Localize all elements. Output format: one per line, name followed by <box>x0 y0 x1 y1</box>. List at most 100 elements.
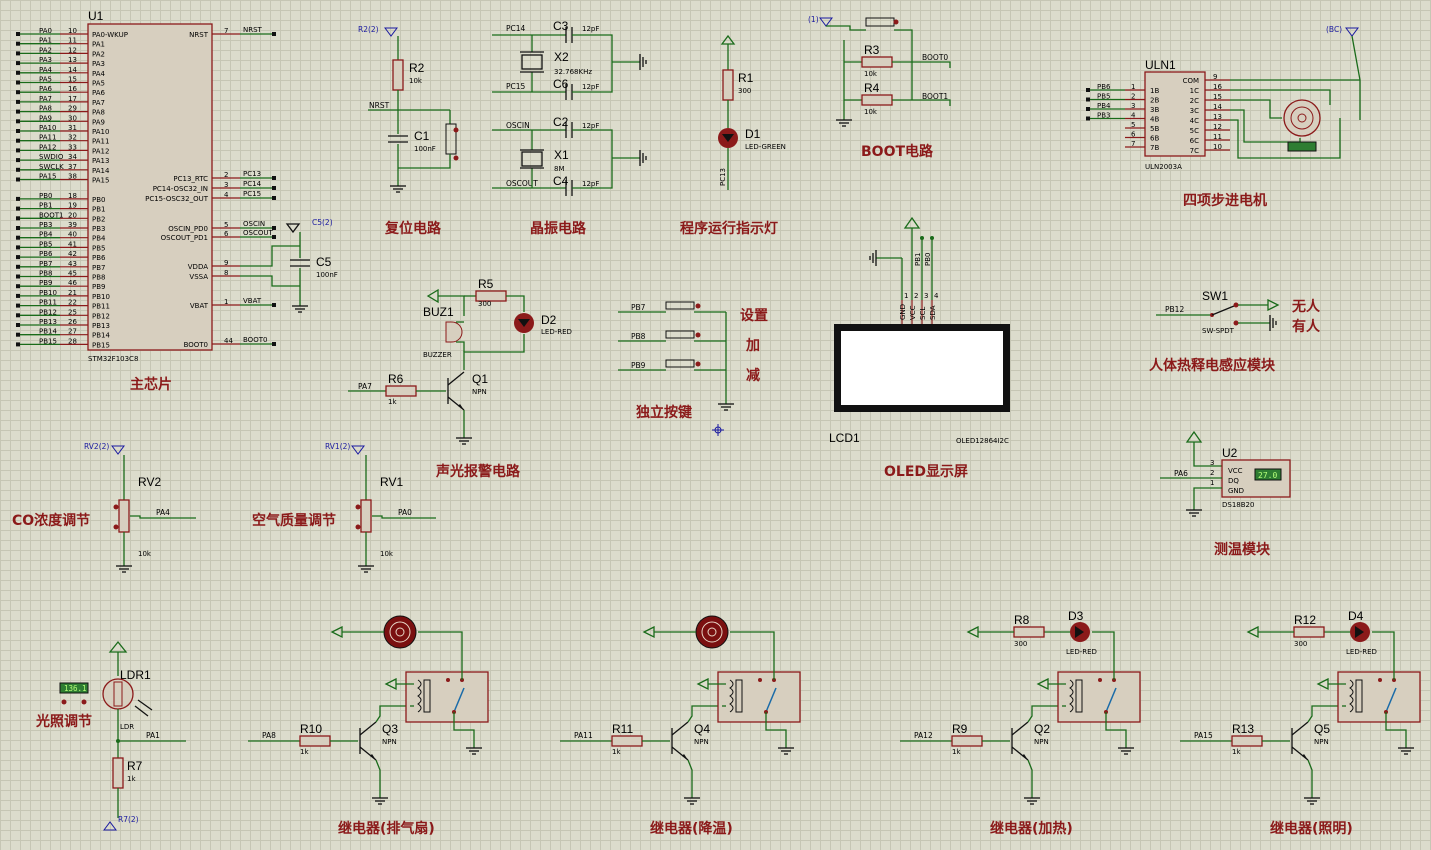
relay-contact-lever <box>1385 687 1397 713</box>
pir-vcc-arrow-icon <box>1267 298 1280 312</box>
relay-led-resistor <box>1013 626 1045 638</box>
co-circuit[interactable]: RV2(2) RV2 10k PA4 CO浓度调节 <box>12 442 196 573</box>
reset-title: 复位电路 <box>384 220 442 237</box>
co-net: RV2(2) <box>84 442 109 451</box>
run-led-circuit[interactable]: R1 300 D1 LED-GREEN PC13 程序运行指示灯 <box>680 34 786 237</box>
mcu-pin-name: PA2 <box>92 50 105 58</box>
uln-pin-num: 9 <box>1213 73 1217 81</box>
mcu-net-label: PB10 <box>39 289 57 297</box>
mcu-net-label: PB12 <box>39 308 57 316</box>
uln-net-label: PB4 <box>1097 102 1111 110</box>
oled-pin-num: 4 <box>934 292 939 300</box>
temp-pin-dq: DQ <box>1228 477 1239 485</box>
crystal-net-oscin: OSCIN <box>506 121 530 130</box>
r2-body <box>392 59 404 91</box>
c5-ref: C5 <box>316 255 332 269</box>
mcu-u1[interactable]: U1 STM32F103C8 PA0-WKUP10PA0PA111PA1PA21… <box>16 9 338 393</box>
pir-circuit[interactable]: SW1 PB12 SW-SPDT 无人 有人 人体热释电感应模块 <box>1149 289 1321 374</box>
net-terminal <box>16 129 20 133</box>
relay-contact-dot <box>758 678 762 682</box>
temp-reading: 27.0 <box>1258 471 1277 480</box>
q1-type: NPN <box>472 388 487 396</box>
mcu-pin-num: 16 <box>68 85 77 93</box>
mcu-pin-name: PC14-OSC32_IN <box>153 185 208 193</box>
key-button[interactable] <box>665 359 695 368</box>
key-button[interactable] <box>665 301 695 310</box>
mcu-pin-name: PB3 <box>92 225 105 233</box>
relay-base-resistor-value: 1k <box>612 748 621 756</box>
alarm-circuit[interactable]: R5 300 D2 LED-RED BUZ1 BUZZER PA7 R6 1k … <box>348 277 572 480</box>
light-title: 光照调节 <box>35 713 92 730</box>
relay-base-resistor <box>1231 735 1263 747</box>
reset-button-dot2 <box>453 155 459 161</box>
relay-common-wire <box>1385 712 1407 748</box>
vdda-wire <box>240 245 300 267</box>
crystal-circuit[interactable]: PC14 PC15 OSCIN OSCOUT C3 C6 C2 C4 12pF … <box>492 19 647 237</box>
boot-circuit[interactable]: (1) R3 10k BOOT0 R4 10k BOOT1 BOOT电路 <box>808 15 951 160</box>
light-circuit[interactable]: LDR1 136.1 LDR PA1 R7 1k R7(2) 光照调节 <box>35 640 186 831</box>
stepper-readout <box>1287 141 1317 152</box>
relay-led-ref: D4 <box>1348 609 1364 623</box>
key-dot <box>695 303 701 309</box>
stepper-circuit[interactable]: ULN1 ULN2003A 1B1PB62B2PB53B3PB44B4PB35B… <box>1086 25 1361 209</box>
fan-icon <box>695 615 729 649</box>
vcc-arrow-icon <box>1246 625 1259 639</box>
r1-ref: R1 <box>738 71 754 85</box>
net-terminal <box>16 51 20 56</box>
q1-ref: Q1 <box>472 372 488 386</box>
vcc-arrow-icon <box>384 677 397 691</box>
mcu-pin-name: PA4 <box>92 70 106 78</box>
key-button[interactable] <box>665 330 695 339</box>
reset-circuit[interactable]: R2(2) R2 10k NRST C1 100nF 复位电路 <box>358 25 459 237</box>
mcu-pin-name: PB10 <box>92 293 110 301</box>
mcu-pin-num: 4 <box>224 191 229 199</box>
mcu-pin-name: PB12 <box>92 312 110 320</box>
mcu-net-label: PB7 <box>39 260 52 268</box>
vcc-arrow-icon <box>966 625 979 639</box>
mcu-net-label: PB4 <box>39 231 53 239</box>
relay-transistor-type: NPN <box>1034 738 1049 746</box>
mcu-net-label: PA12 <box>39 143 56 151</box>
mcu-net-label: PA1 <box>39 37 52 45</box>
stepper-motor-icon <box>1283 99 1321 137</box>
rv2-body <box>118 499 130 533</box>
uln-part: ULN2003A <box>1145 163 1182 171</box>
temp-circuit[interactable]: U2 VCC DQ GND 3 2 1 PA6 27.0 DS18B20 测温模… <box>1160 430 1291 558</box>
boot-button[interactable] <box>865 17 895 27</box>
reset-button[interactable] <box>445 123 457 155</box>
key-label-set: 设置 <box>740 307 768 324</box>
mcu-net-label: OSCOUT <box>243 229 273 237</box>
r2-ref: R2 <box>409 61 425 75</box>
relay-transistor-collector <box>1011 721 1029 736</box>
r7-body <box>112 757 124 789</box>
relay-coil-icon <box>729 679 734 713</box>
air-circuit[interactable]: RV1(2) RV1 10k PA0 空气质量调节 <box>252 442 436 573</box>
net-terminal <box>16 90 20 95</box>
mcu-net-label: PB3 <box>39 221 52 229</box>
ground-icon <box>869 250 877 266</box>
mcu-pin-num: 40 <box>68 231 77 239</box>
vssa-wire <box>240 275 300 287</box>
mcu-pin-num: 38 <box>68 173 77 181</box>
mcu-net-label: PB0 <box>39 192 52 200</box>
mcu-net-label: PB1 <box>39 202 52 210</box>
run-led-net: PC13 <box>719 168 727 186</box>
oled-pin-name: VCC <box>909 305 917 320</box>
ground-icon <box>390 185 406 193</box>
mcu-pin-num: 32 <box>68 134 77 142</box>
oled-pin-name: SDA <box>929 305 937 320</box>
uln-pin-name: 3B <box>1150 106 1159 114</box>
net-terminal <box>16 32 20 36</box>
key-net-label: PB7 <box>631 303 646 312</box>
relay-led-type: LED-RED <box>1066 648 1097 656</box>
mcu-pin-num: 26 <box>68 318 77 326</box>
